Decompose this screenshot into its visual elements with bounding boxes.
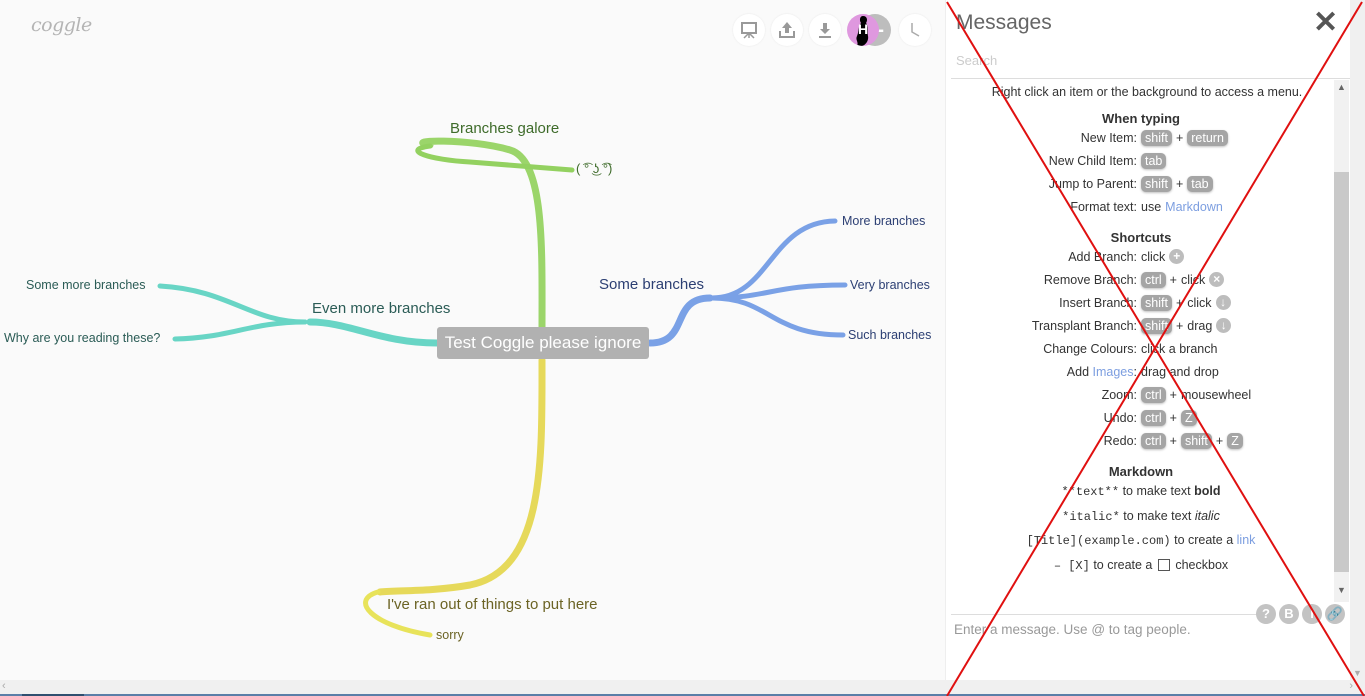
bold-button[interactable]: B [1279,604,1299,624]
download-icon [819,23,831,38]
images-link[interactable]: Images [1092,364,1134,379]
messages-panel: Messages ✕ Right click an item or the ba… [945,0,1351,680]
key-tab: tab [1141,152,1167,169]
node-sorry[interactable]: sorry [436,628,464,642]
italic-button[interactable]: I [1302,604,1322,624]
horizontal-scrollbar[interactable]: ‹ › [0,680,1365,694]
node-ran-out[interactable]: I've ran out of things to put here [387,596,598,613]
clock-icon [911,23,920,37]
link-button[interactable]: 🔗 [1325,604,1345,624]
scroll-right-icon[interactable]: › [1349,680,1353,692]
node-more-branches[interactable]: More branches [842,214,926,228]
page-scrollbar[interactable]: ▼ [1350,0,1365,680]
node-some-branches[interactable]: Some branches [599,276,705,293]
scroll-left-icon[interactable]: ‹ [2,680,6,692]
key-shift: shift [1141,175,1172,192]
md-checkbox: – [X] to create a checkbox [1053,557,1229,573]
heading-markdown: Markdown [1108,464,1174,479]
help-button[interactable]: ? [1256,604,1276,624]
scroll-down-icon[interactable]: ▼ [1353,668,1362,678]
divider [951,78,1351,79]
help-scrollbar[interactable]: ▲ ▼ [1334,80,1349,602]
format-buttons: ? B I 🔗 [1256,604,1345,624]
arrow-down-circle-icon: ↓ [1216,318,1232,333]
row-add-branch: Add Branch: click+ [946,245,1336,268]
taskbar [0,694,1365,696]
row-redo: Redo: ctrl+shift+Z [946,429,1336,452]
plus-circle-icon: + [1169,249,1185,264]
node-lenny-face[interactable]: ( ͡° ͜ʖ ͡°) [576,161,613,176]
coggle-logo[interactable]: coggle [31,14,92,36]
panel-title: Messages [956,11,1052,34]
upload-icon [779,22,795,38]
row-insert-branch: Insert Branch: shift+click↓ [946,291,1336,314]
node-branches-galore[interactable]: Branches galore [450,120,560,137]
remove-circle-icon: × [1209,272,1225,287]
scroll-thumb[interactable] [1334,172,1349,572]
row-jump-parent: Jump to Parent: shift+tab [946,172,1336,195]
node-why-reading[interactable]: Why are you reading these? [4,331,161,345]
search-input[interactable] [956,53,1341,68]
root-node[interactable]: Test Coggle please ignore [437,327,649,359]
arrow-down-circle-icon: ↓ [1215,295,1231,310]
silhouette-icon [856,16,869,46]
node-some-more-branches[interactable]: Some more branches [26,278,146,292]
collaborators[interactable]: - H [847,14,893,46]
divider [951,614,1261,615]
checkbox-icon [1157,558,1170,571]
key-tab: tab [1187,175,1213,192]
node-even-more-branches[interactable]: Even more branches [312,300,451,317]
help-content: Right click an item or the background to… [946,80,1336,600]
row-change-colours: Change Colours: click a branch [1043,341,1218,356]
node-very-branches[interactable]: Very branches [850,278,930,292]
md-link: [Title](example.com) to create a link [1026,533,1256,548]
avatar[interactable]: H [847,14,879,46]
key-return: return [1187,129,1228,146]
present-button[interactable] [733,14,765,46]
message-input[interactable] [954,622,1344,672]
mindmap-canvas[interactable]: coggle Test Coggle please ignore Branche… [0,0,945,680]
row-zoom: Zoom: ctrl+mousewheel [1101,386,1252,403]
help-intro: Right click an item or the background to… [991,85,1303,99]
node-such-branches[interactable]: Such branches [848,328,932,342]
markdown-link[interactable]: Markdown [1165,199,1223,214]
row-add-images: Add Images: drag and drop [1066,364,1219,379]
row-undo: Undo: ctrl+Z [946,406,1336,429]
key-shift: shift [1141,129,1172,146]
download-button[interactable] [809,14,841,46]
presentation-icon [741,22,757,39]
scroll-up-icon[interactable]: ▲ [1337,82,1346,92]
heading-shortcuts: Shortcuts [1110,230,1172,245]
md-bold: **text** to make text bold [1061,484,1221,499]
heading-when-typing: When typing [1102,111,1180,126]
md-italic: *italic* to make text italic [1062,508,1220,524]
row-transplant-branch: Transplant Branch: shift+drag↓ [946,314,1336,337]
mindmap-branches [157,137,848,638]
row-new-item: New Item: shift+return [946,126,1336,149]
scroll-down-icon[interactable]: ▼ [1337,585,1346,595]
row-remove-branch: Remove Branch: ctrl+click× [946,268,1336,291]
row-new-child: New Child Item: tab [946,149,1336,172]
close-icon[interactable]: ✕ [1313,6,1339,39]
share-button[interactable] [771,14,803,46]
history-button[interactable] [899,14,931,46]
